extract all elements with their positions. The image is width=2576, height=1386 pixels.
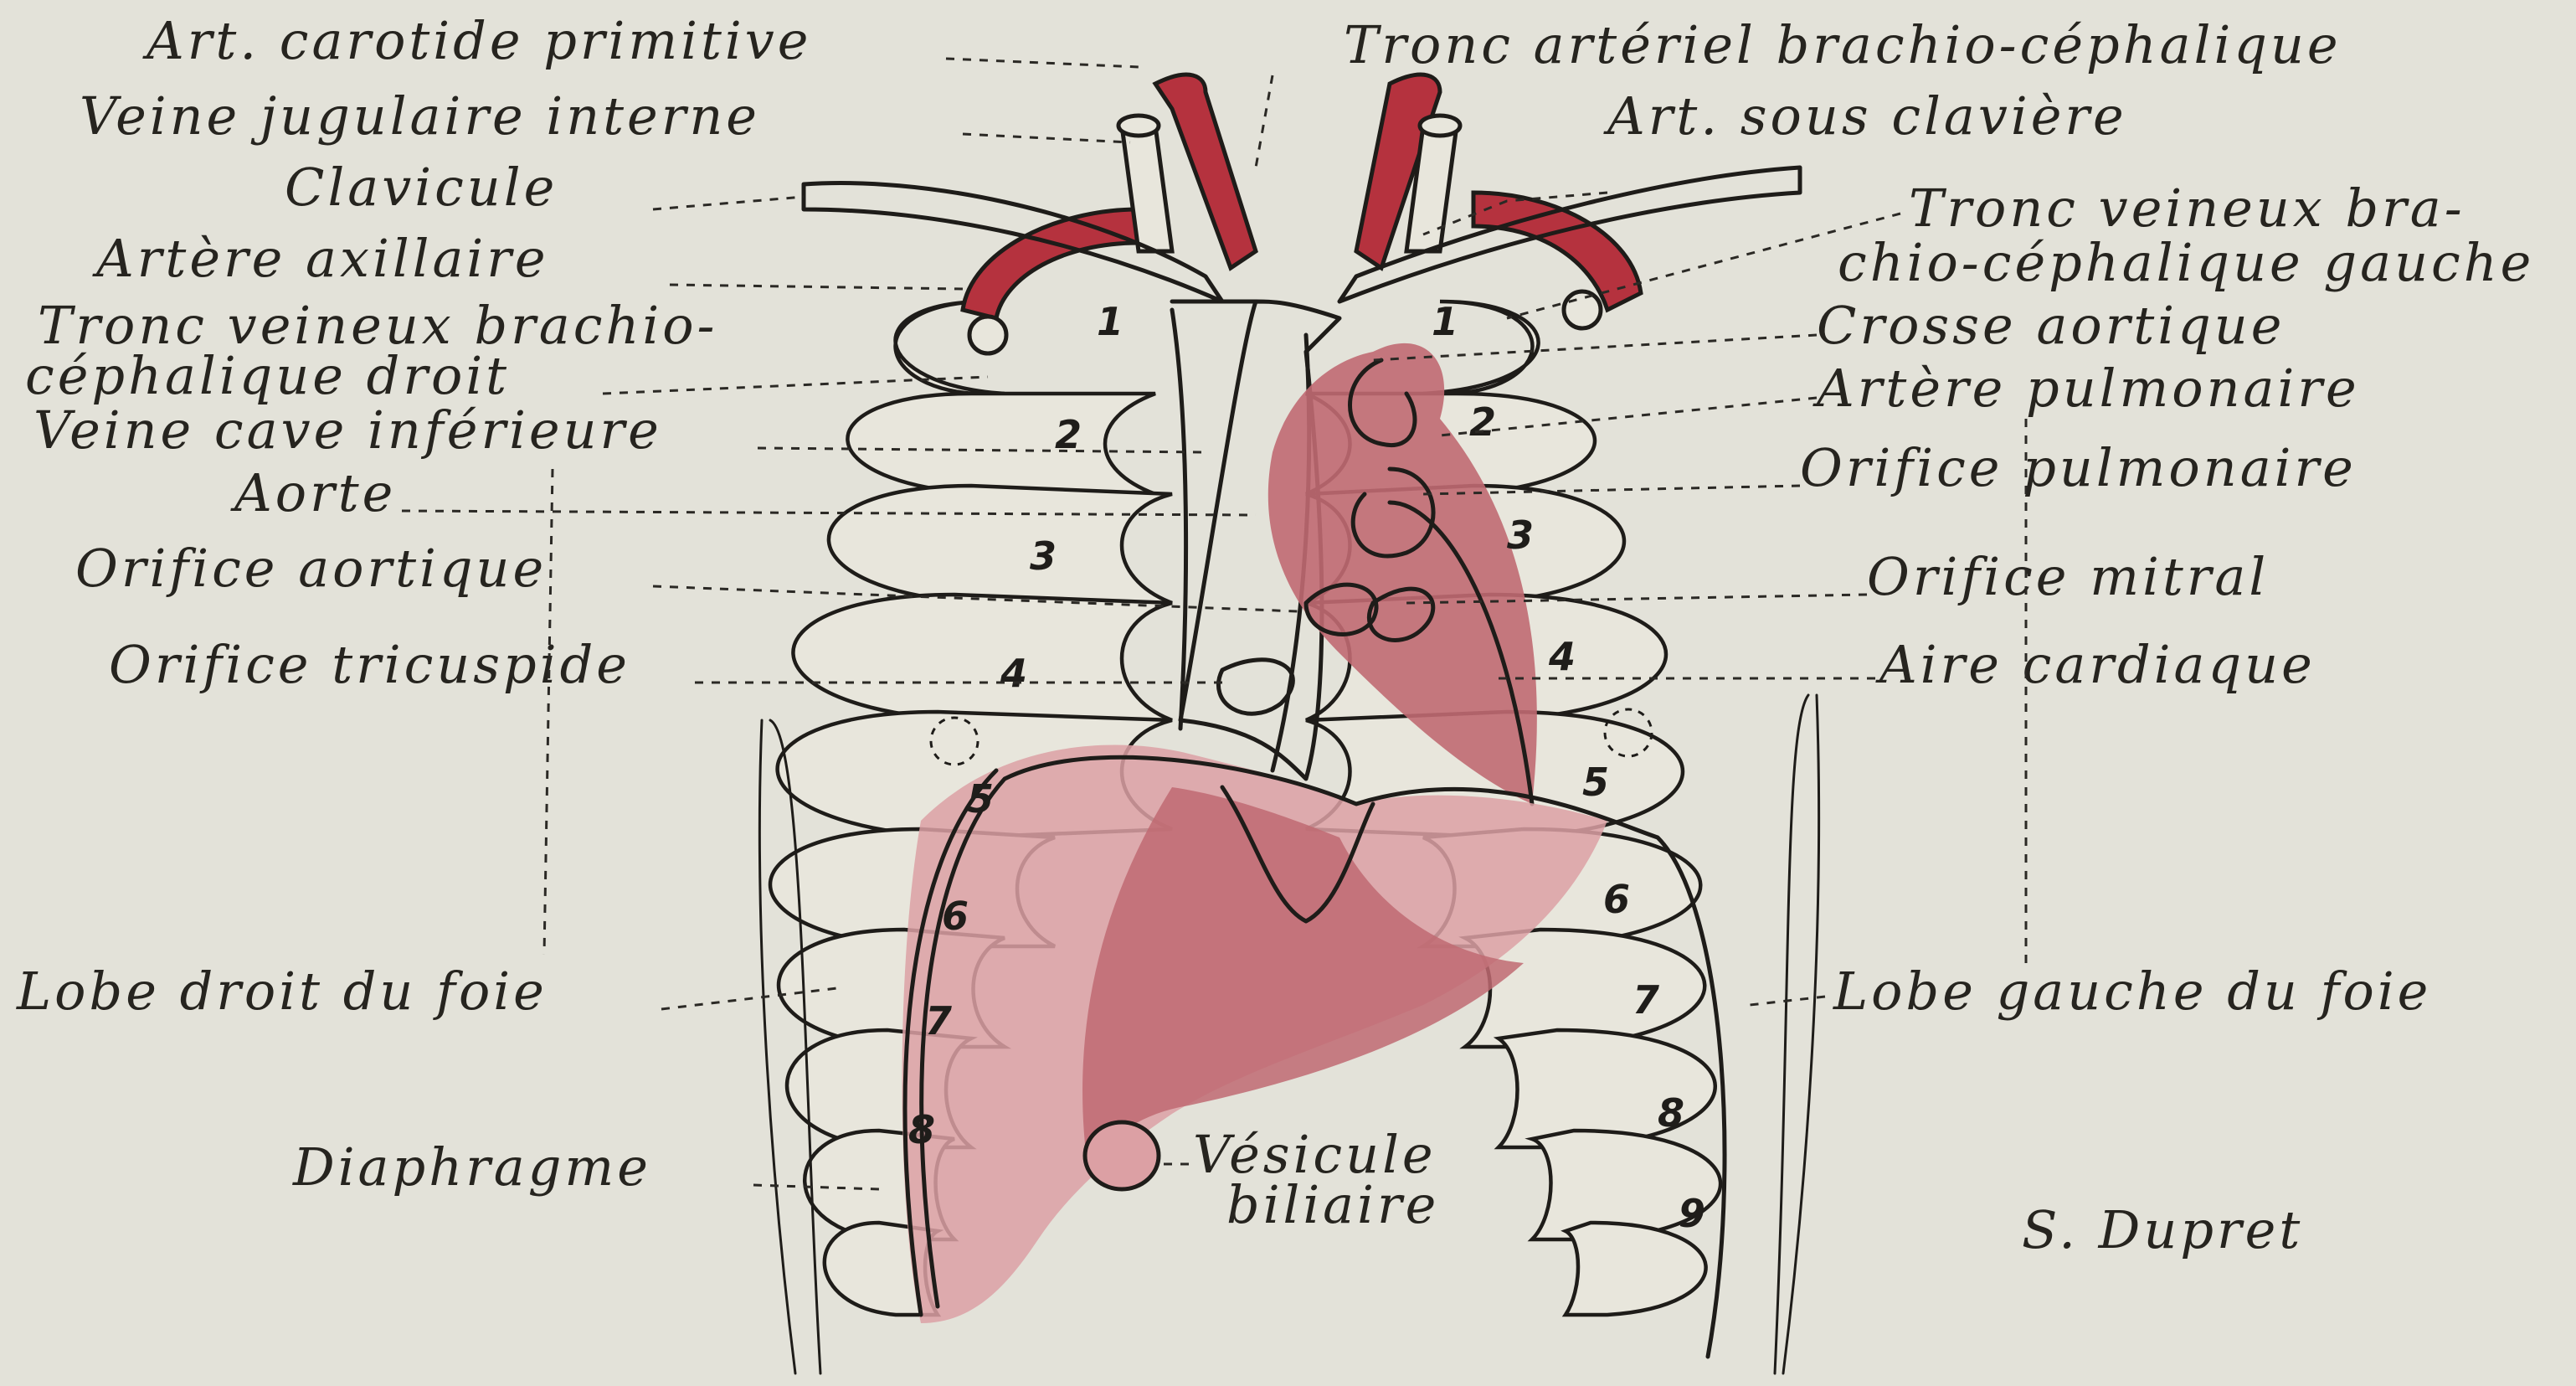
label-tronc-arteriel-brachio-cephalique: Tronc artériel brachio-céphalique (1344, 14, 2342, 75)
label-orifice-aortique: Orifice aortique (75, 538, 547, 599)
rib-number-right-3: 3 (1507, 513, 1534, 558)
rib-number-left-7: 7 (925, 998, 952, 1043)
clavicles (804, 167, 1800, 301)
label-chio-cephalique-gauche: chio-céphalique gauche (1838, 232, 2534, 293)
label-aire-cardiaque: Aire cardiaque (1875, 634, 2316, 695)
label-orifice-mitral: Orifice mitral (1867, 546, 2269, 607)
label-diaphragme: Diaphragme (292, 1136, 651, 1198)
artist-signature: S. Dupret (2022, 1199, 2303, 1260)
rib-number-left-6: 6 (942, 894, 969, 939)
label-artere-axillaire: Artère axillaire (92, 228, 549, 289)
rib-number-left-8: 8 (908, 1107, 935, 1152)
label-crosse-aortique: Crosse aortique (1817, 295, 2285, 356)
label-aorte: Aorte (230, 462, 396, 523)
label-artere-pulmonaire: Artère pulmonaire (1812, 358, 2360, 419)
rib-number-right-5: 5 (1582, 760, 1609, 805)
rib-number-left-5: 5 (967, 776, 994, 822)
label-lobe-gauche-du-foie: Lobe gauche du foie (1833, 961, 2431, 1022)
label-biliaire: biliaire (1226, 1174, 1439, 1235)
rib-number-right-9: 9 (1679, 1191, 1705, 1236)
label-veine-cave-inferieure: Veine cave inférieure (33, 399, 662, 461)
label-lobe-droit-du-foie: Lobe droit du foie (16, 961, 548, 1022)
rib-number-left-4: 4 (1000, 651, 1027, 696)
label-veine-jugulaire-interne: Veine jugulaire interne (80, 85, 760, 147)
rib-number-right-7: 7 (1632, 977, 1659, 1023)
label-art-carotide-primitive: Art. carotide primitive (142, 10, 811, 71)
rib-number-left-1: 1 (1097, 299, 1123, 344)
rib-number-right-4: 4 (1548, 634, 1576, 679)
gallbladder-shape (1085, 1122, 1159, 1189)
rib-number-left-3: 3 (1030, 533, 1057, 579)
rib-number-right-8: 8 (1658, 1090, 1684, 1136)
label-clavicule: Clavicule (285, 157, 558, 218)
rib-number-right-2: 2 (1469, 399, 1496, 445)
body-outline-right (1775, 695, 1819, 1373)
label-cephalique-droit: céphalique droit (25, 345, 510, 406)
label-orifice-pulmonaire: Orifice pulmonaire (1800, 437, 2357, 498)
label-tronc-veineux-bra: Tronc veineux bra- (1909, 178, 2465, 239)
rib-number-right-1: 1 (1432, 299, 1458, 344)
label-orifice-tricuspide: Orifice tricuspide (109, 634, 630, 695)
label-art-sous-claviere: Art. sous clavière (1603, 85, 2127, 147)
rib-number-right-6: 6 (1603, 877, 1630, 922)
